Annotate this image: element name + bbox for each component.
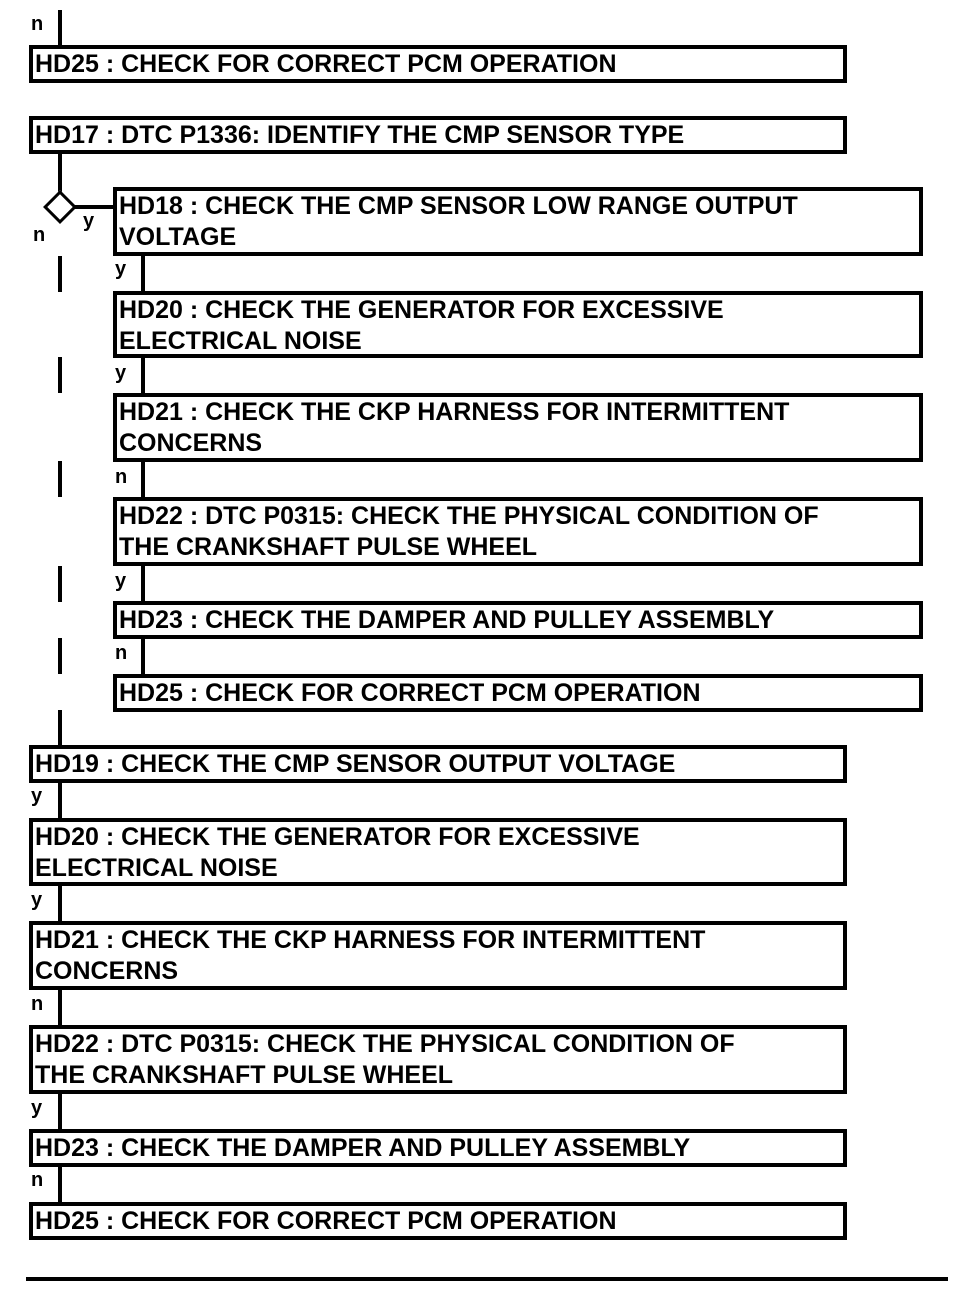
step-text-line1: HD21 : CHECK THE CKP HARNESS FOR INTERMI…: [119, 398, 790, 426]
step-hd25-branch: HD25 : CHECK FOR CORRECT PCM OPERATION: [113, 674, 923, 712]
connector-label-n: n: [31, 13, 44, 35]
step-text: HD17 : DTC P1336: IDENTIFY THE CMP SENSO…: [35, 121, 685, 149]
step-hd18: HD18 : CHECK THE CMP SENSOR LOW RANGE OU…: [113, 187, 923, 256]
main-label-y: y: [31, 889, 43, 911]
decision-diamond: [43, 190, 77, 224]
step-hd21-branch: HD21 : CHECK THE CKP HARNESS FOR INTERMI…: [113, 393, 923, 462]
trunk-line: [58, 256, 62, 292]
step-hd20-main: HD20 : CHECK THE GENERATOR FOR EXCESSIVE…: [29, 818, 847, 886]
main-label-y: y: [31, 1097, 43, 1119]
connector-line: [58, 10, 62, 46]
main-label-y: y: [31, 785, 43, 807]
branch-label-n: n: [115, 466, 128, 488]
step-hd21-main: HD21 : CHECK THE CKP HARNESS FOR INTERMI…: [29, 921, 847, 990]
step-hd25-main: HD25 : CHECK FOR CORRECT PCM OPERATION: [29, 1202, 847, 1240]
bottom-divider: [26, 1277, 948, 1281]
decision-yes-line: [74, 205, 114, 209]
step-hd23-main: HD23 : CHECK THE DAMPER AND PULLEY ASSEM…: [29, 1129, 847, 1167]
step-text: HD23 : CHECK THE DAMPER AND PULLEY ASSEM…: [35, 1134, 691, 1162]
decision-no-label: n: [33, 224, 46, 246]
decision-yes-label: y: [83, 210, 95, 232]
step-text-line1: HD21 : CHECK THE CKP HARNESS FOR INTERMI…: [35, 926, 706, 954]
step-hd25-top: HD25 : CHECK FOR CORRECT PCM OPERATION: [29, 45, 847, 83]
main-connector: [58, 1094, 62, 1130]
step-text: HD19 : CHECK THE CMP SENSOR OUTPUT VOLTA…: [35, 750, 676, 778]
trunk-line: [58, 566, 62, 602]
trunk-line: [58, 357, 62, 393]
trunk-line: [58, 638, 62, 674]
step-text-line1: HD22 : DTC P0315: CHECK THE PHYSICAL CON…: [119, 502, 819, 530]
step-text-line2: ELECTRICAL NOISE: [119, 327, 362, 355]
step-hd22-branch: HD22 : DTC P0315: CHECK THE PHYSICAL CON…: [113, 497, 923, 566]
branch-connector: [141, 462, 145, 498]
step-text: HD25 : CHECK FOR CORRECT PCM OPERATION: [35, 50, 617, 78]
step-text-line2: CONCERNS: [119, 429, 263, 457]
step-text-line1: HD18 : CHECK THE CMP SENSOR LOW RANGE OU…: [119, 192, 798, 220]
step-text-line1: HD20 : CHECK THE GENERATOR FOR EXCESSIVE: [35, 823, 640, 851]
step-text-line2: ELECTRICAL NOISE: [35, 854, 278, 882]
branch-connector: [141, 256, 145, 292]
branch-connector: [141, 639, 145, 675]
step-hd17: HD17 : DTC P1336: IDENTIFY THE CMP SENSO…: [29, 116, 847, 154]
main-connector: [58, 1167, 62, 1203]
step-text-line1: HD20 : CHECK THE GENERATOR FOR EXCESSIVE: [119, 296, 724, 324]
main-connector: [58, 886, 62, 922]
branch-label-n: n: [115, 642, 128, 664]
branch-label-y: y: [115, 362, 127, 384]
step-text: HD23 : CHECK THE DAMPER AND PULLEY ASSEM…: [119, 606, 775, 634]
main-label-n: n: [31, 1169, 44, 1191]
branch-label-y: y: [115, 258, 127, 280]
step-text: HD25 : CHECK FOR CORRECT PCM OPERATION: [119, 679, 701, 707]
main-label-n: n: [31, 993, 44, 1015]
branch-connector: [141, 566, 145, 602]
trunk-line: [58, 461, 62, 497]
step-text-line2: THE CRANKSHAFT PULSE WHEEL: [35, 1061, 454, 1089]
trunk-line: [58, 154, 62, 194]
step-text-line2: CONCERNS: [35, 957, 179, 985]
branch-label-y: y: [115, 570, 127, 592]
main-connector: [58, 783, 62, 819]
step-text-line2: VOLTAGE: [119, 223, 237, 251]
main-connector: [58, 990, 62, 1026]
step-hd22-main: HD22 : DTC P0315: CHECK THE PHYSICAL CON…: [29, 1025, 847, 1094]
step-hd20-branch: HD20 : CHECK THE GENERATOR FOR EXCESSIVE…: [113, 291, 923, 358]
step-text-line1: HD22 : DTC P0315: CHECK THE PHYSICAL CON…: [35, 1030, 735, 1058]
trunk-line: [58, 710, 62, 746]
step-text-line2: THE CRANKSHAFT PULSE WHEEL: [119, 533, 538, 561]
branch-connector: [141, 358, 145, 394]
step-text: HD25 : CHECK FOR CORRECT PCM OPERATION: [35, 1207, 617, 1235]
step-hd23-branch: HD23 : CHECK THE DAMPER AND PULLEY ASSEM…: [113, 601, 923, 639]
step-hd19: HD19 : CHECK THE CMP SENSOR OUTPUT VOLTA…: [29, 745, 847, 783]
